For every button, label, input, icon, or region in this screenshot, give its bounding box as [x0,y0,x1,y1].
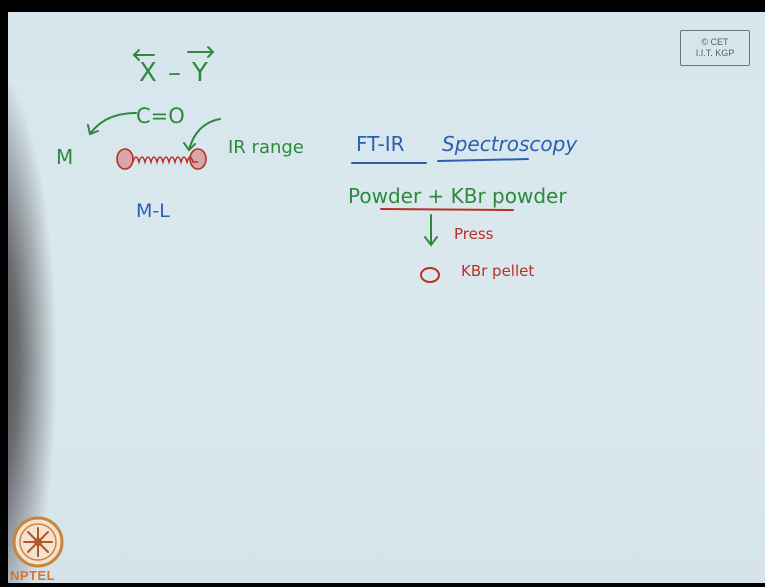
x-label: X [139,58,157,88]
spring-diagram [87,112,221,170]
mixture-label: Powder + KBr powder [348,184,567,208]
y-label: Y [192,58,208,88]
nptel-text: NPTEL [10,568,56,583]
title-underlines [351,158,529,164]
spectroscopy-label: Spectroscopy [442,132,578,156]
press-arrow [380,208,514,283]
copyright-stamp: © CET I.I.T. KGP [680,30,750,66]
ftir-label: FT-IR [356,132,405,156]
xy-arrows [132,46,215,61]
stamp-line-2: I.I.T. KGP [695,48,735,58]
presenter-shadow [8,52,58,583]
press-label: Press [454,225,494,243]
pellet-label: KBr pellet [461,262,535,280]
carbonyl-label: C=O [136,104,185,128]
metal-label: M [56,145,74,169]
nptel-emblem-icon [12,516,64,568]
dash-label: – [168,58,181,88]
ir-range-label: IR range [228,137,304,158]
whiteboard: X – Y C=O M IR range M-L FT-IR Spectrosc… [8,12,765,583]
nptel-logo: NPTEL [8,512,68,583]
stamp-line-1: © CET [701,37,729,47]
ml-label: M-L [136,200,170,222]
